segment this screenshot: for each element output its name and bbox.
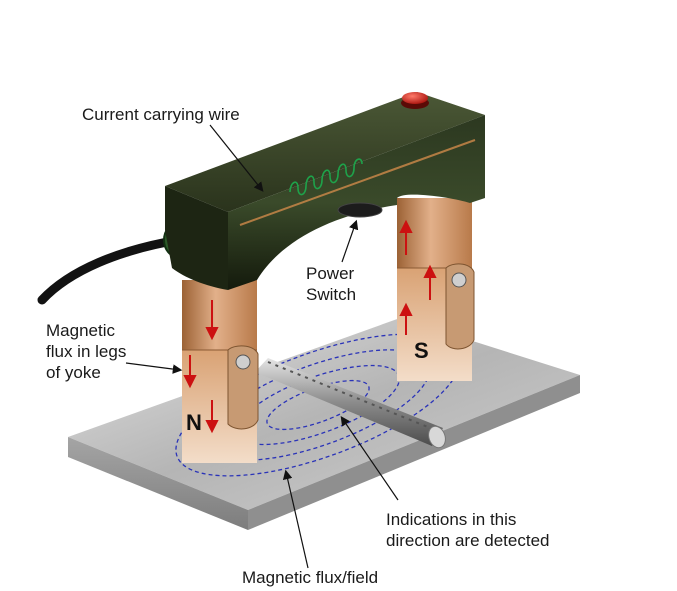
label-flux-legs-2: flux in legs — [46, 342, 127, 361]
label-power-switch-2: Switch — [306, 285, 357, 304]
yoke-body — [165, 92, 485, 290]
leader-lines — [125, 124, 399, 569]
power-switch[interactable] — [337, 202, 383, 218]
coil-wire — [289, 158, 363, 196]
right-leg — [397, 198, 475, 381]
left-leg — [182, 280, 259, 463]
label-power-switch-1: Power — [306, 264, 355, 283]
flux-arrows — [183, 219, 437, 434]
label-flux-field: Magnetic flux/field — [242, 568, 379, 587]
label-flux-legs-1: Magnetic — [46, 321, 115, 340]
test-bar — [255, 358, 446, 449]
power-cable — [37, 235, 183, 305]
label-indications-2: direction are detected — [386, 531, 550, 550]
pole-south: S — [414, 338, 429, 363]
label-current-wire: Current carrying wire — [82, 105, 240, 124]
red-button[interactable] — [401, 92, 429, 109]
pivot-bolt-left — [235, 354, 251, 370]
label-indications-1: Indications in this — [386, 510, 517, 529]
steel-plate — [68, 318, 580, 530]
pivot-bolt-right — [451, 272, 467, 288]
label-flux-legs-3: of yoke — [46, 363, 101, 382]
pole-north: N — [186, 410, 202, 435]
